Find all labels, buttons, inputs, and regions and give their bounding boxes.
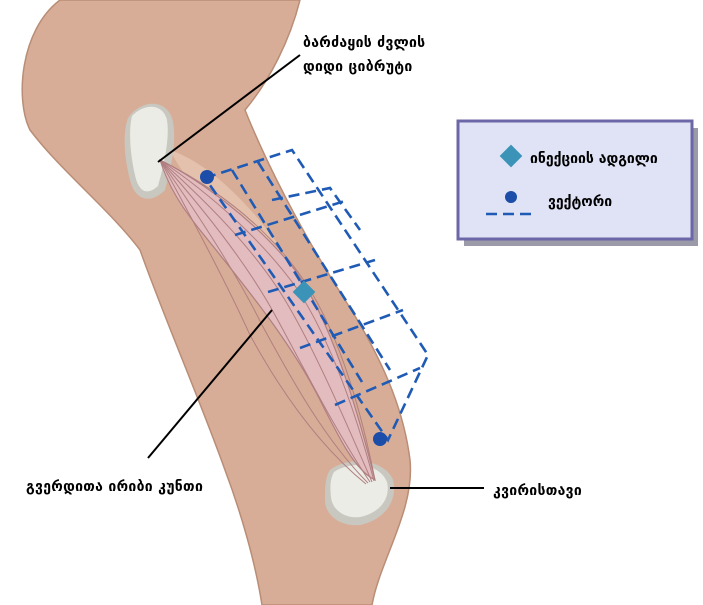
- legend: ინექციის ადგილი ვექტორი: [458, 121, 698, 246]
- legend-injection-label: ინექციის ადგილი: [530, 151, 658, 167]
- label-origin-line1: ბარძაყის ძვლის: [303, 35, 425, 51]
- label-knee: კვირისთავი: [493, 483, 582, 499]
- label-muscle: გვერდითა ირიბი კუნთი: [26, 479, 203, 495]
- vector-dot-top: [200, 170, 214, 184]
- legend-dot-icon: [505, 191, 517, 203]
- legend-box: [458, 121, 692, 239]
- legend-vector-label: ვექტორი: [548, 194, 612, 210]
- vector-dot-bottom: [373, 432, 387, 446]
- label-origin-line2: დიდი ციბრუტი: [303, 59, 413, 75]
